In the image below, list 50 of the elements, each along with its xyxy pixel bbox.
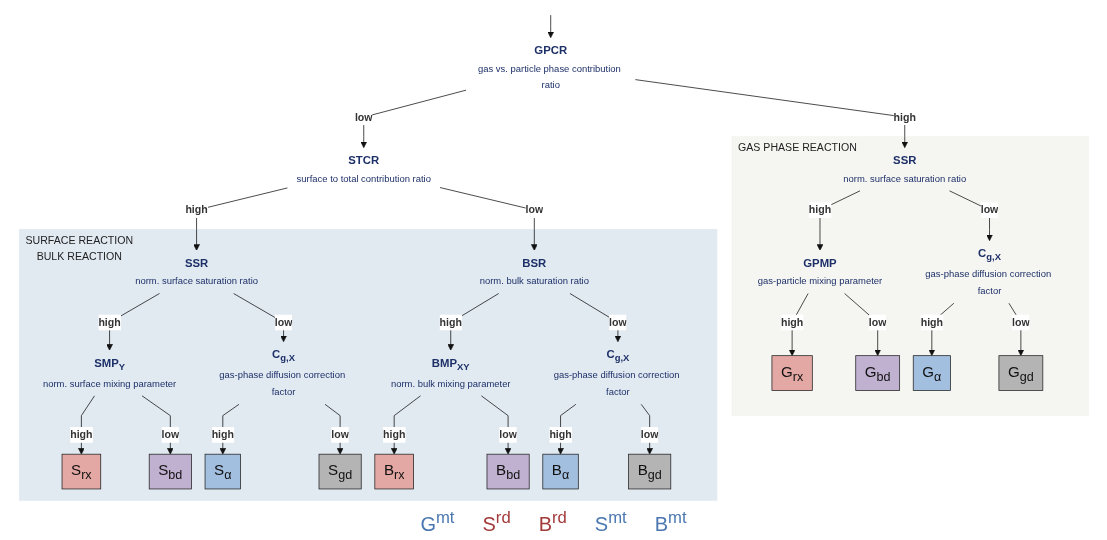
node-box: S$_{rx}$ <box>61 453 101 490</box>
node-box: G$_{bd}$ <box>854 355 900 391</box>
node-text: SSR norm. surface saturation ratio <box>134 256 258 287</box>
node-text: SSR norm. surface saturation ratio <box>842 153 966 184</box>
region-symbol: B$^{rd}$ <box>538 508 567 536</box>
edge-label: high <box>382 428 405 441</box>
edge-label: high <box>97 316 121 329</box>
node-text: C$_{g,X}$ gas-phase diffusion correction factor <box>218 347 345 398</box>
edge-label: low <box>354 110 373 123</box>
edge-label: low <box>868 316 887 329</box>
node-box: S$_{bd}$ <box>148 453 192 490</box>
edge-label: low <box>525 203 543 216</box>
node-box: B$_{gd}$ <box>627 453 671 490</box>
region-symbol: S$^{mt}$ <box>594 508 627 536</box>
edge-label: high <box>548 428 572 441</box>
edge-label: high <box>920 316 943 329</box>
node-text: GPCR gas vs. particle phase contribution ratio <box>477 43 621 91</box>
region-symbol: B$^{mt}$ <box>654 508 687 536</box>
node-text: C$_{g,X}$ gas-phase diffusion correction factor <box>924 246 1051 297</box>
edge-label: high <box>808 203 831 216</box>
edge-label: low <box>330 428 349 441</box>
node-text: GPMP gas-particle mixing parameter <box>757 256 882 287</box>
edge-label: low <box>1011 316 1030 329</box>
edge-label: high <box>780 316 803 329</box>
node-box: B$_{α}$ <box>541 453 579 490</box>
edge-label: low <box>640 428 658 441</box>
edge-label: high <box>69 428 93 441</box>
node-text: C$_{g,X}$ gas-phase diffusion correction factor <box>553 347 680 398</box>
node-box: G$_{gd}$ <box>998 355 1043 391</box>
edge-label: low <box>161 428 179 441</box>
edge-label: high <box>439 316 462 329</box>
node-box: B$_{bd}$ <box>486 453 530 490</box>
node-text: STCR surface to total contribution ratio <box>296 153 431 184</box>
node-box: G$_{rx}$ <box>771 355 813 391</box>
node-box: S$_{gd}$ <box>318 453 362 490</box>
edge-label: low <box>274 316 292 329</box>
edge-label: high <box>893 110 916 123</box>
edge-label: low <box>980 203 998 216</box>
node-box: S$_{α}$ <box>204 453 241 490</box>
node-text: BSR norm. bulk saturation ratio <box>479 256 589 287</box>
edge-label: high <box>211 428 234 441</box>
node-text: SMP$_{Y}$ norm. surface mixing parameter <box>42 356 176 389</box>
node-text: BMP$_{XY}$ norm. bulk mixing parameter <box>390 356 511 389</box>
region-symbol: G$^{mt}$ <box>420 508 455 536</box>
region-symbol: S$^{rd}$ <box>482 508 511 536</box>
edge-label: low <box>608 316 627 329</box>
node-box: B$_{rx}$ <box>373 453 414 490</box>
edge-label: high <box>184 203 208 216</box>
edge-label: low <box>498 428 517 441</box>
node-box: G$_{α}$ <box>912 355 951 391</box>
